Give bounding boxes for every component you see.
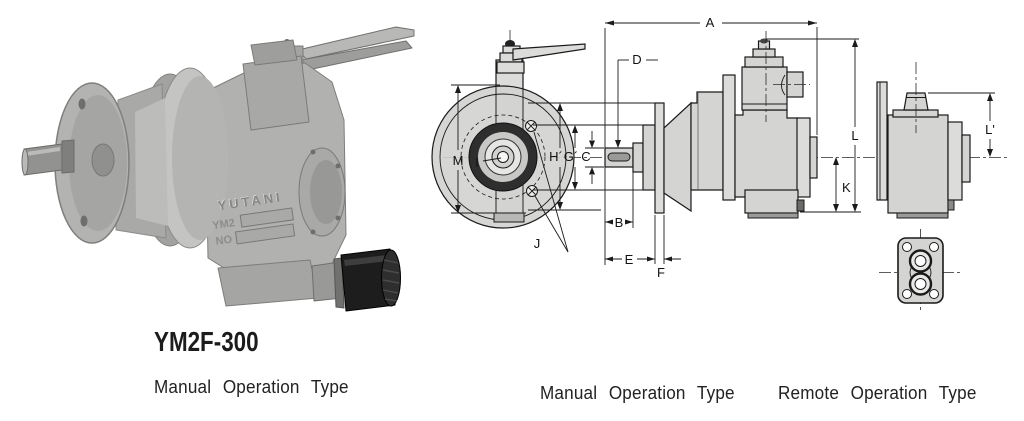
dim-G: G´ bbox=[533, 124, 649, 191]
dim-B: B bbox=[605, 172, 634, 230]
cone-section bbox=[115, 83, 168, 239]
dim-label-m: M bbox=[453, 153, 464, 168]
dim-label-b: B bbox=[615, 215, 624, 230]
dim-label-f: F bbox=[657, 265, 665, 280]
dim-F: F bbox=[657, 215, 681, 280]
dim-J: J bbox=[533, 131, 569, 253]
dim-label-l: L bbox=[851, 128, 858, 143]
bolt-hole bbox=[525, 120, 537, 132]
dim-label-d: D bbox=[632, 52, 641, 67]
dim-H: H´ bbox=[528, 102, 660, 211]
dim-label-c: C bbox=[581, 149, 590, 164]
dim-label-a: A bbox=[706, 15, 715, 30]
product-photo-illustration: YUTANI YUTANI YM2 NO bbox=[21, 26, 415, 312]
dim-L: L bbox=[766, 38, 861, 213]
remote-type-caption: Remote Operation Type bbox=[778, 383, 977, 403]
control-knob bbox=[311, 248, 401, 312]
lower-housing bbox=[217, 259, 319, 307]
dim-label-e: E bbox=[625, 252, 634, 267]
output-shaft bbox=[21, 139, 75, 176]
dim-I: I bbox=[475, 155, 502, 170]
dim-label-k: K bbox=[842, 180, 851, 195]
mounting-flange bbox=[54, 82, 130, 244]
dim-E: E bbox=[605, 215, 656, 267]
dim-label-l-prime: L' bbox=[985, 122, 995, 137]
dim-L-prime: L' bbox=[928, 92, 995, 157]
end-cap bbox=[298, 147, 346, 237]
dim-K: K bbox=[833, 157, 851, 212]
model-number: YM2F-300 bbox=[154, 326, 259, 357]
valve-block bbox=[242, 39, 310, 131]
front-view: M I J bbox=[431, 30, 586, 253]
dim-label-g: G´ bbox=[564, 149, 578, 164]
dim-label-j: J bbox=[534, 236, 541, 251]
dim-D: D bbox=[615, 52, 658, 148]
dim-label-h: H´ bbox=[549, 149, 563, 164]
dim-M: M bbox=[451, 84, 526, 214]
front-view-lever bbox=[496, 30, 586, 74]
air-valve bbox=[741, 31, 810, 122]
photo-caption: Manual Operation Type bbox=[154, 377, 349, 397]
manual-type-caption: Manual Operation Type bbox=[540, 383, 735, 403]
dimension-drawing: M I J bbox=[431, 15, 1007, 312]
dim-label-i: I bbox=[475, 155, 479, 170]
side-view-manual: A D H´ bbox=[528, 15, 861, 280]
side-view-remote: L' bbox=[876, 62, 995, 219]
serial-emboss: NO bbox=[215, 234, 233, 248]
dim-C: C bbox=[581, 131, 604, 184]
port-flange-view bbox=[879, 229, 962, 312]
dim-A: A bbox=[604, 15, 818, 265]
bolt-hole bbox=[526, 185, 538, 197]
model-emboss: YM2 bbox=[212, 217, 236, 232]
embossed-nameplate: YUTANI YUTANI YM2 NO bbox=[212, 189, 296, 248]
